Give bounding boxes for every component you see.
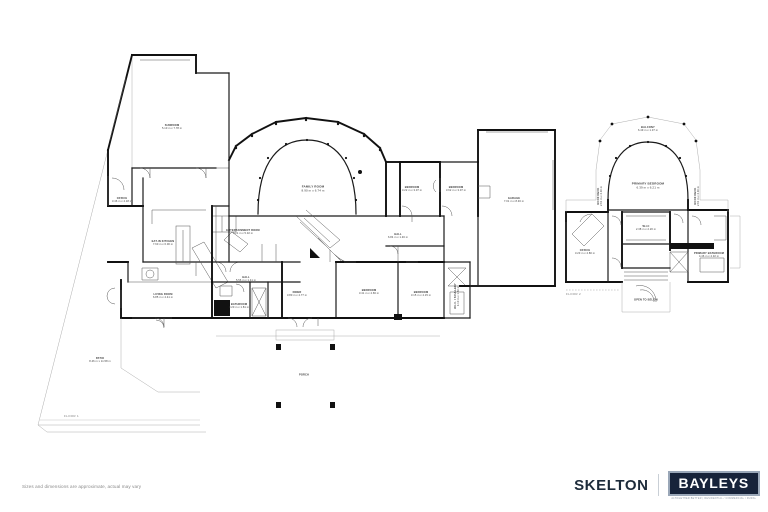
floor2-primary-bathroom (669, 209, 729, 283)
floor1-site-boundary (37, 54, 206, 433)
disclaimer-text: Sizes and dimensions are approximate, ac… (22, 484, 142, 489)
floor1-kitchen (142, 205, 249, 289)
floor1-entertainment-room (211, 205, 241, 273)
floor1-garage (459, 129, 556, 287)
bayleys-tagline: ALTOGETHER BETTER | RESIDENTIAL / COMMER… (671, 496, 757, 500)
bayleys-badge: BAYLEYS (667, 470, 760, 496)
floor1-patio (120, 318, 200, 393)
floor1-hall-upper (385, 161, 491, 263)
agent-logo-skelton: SKELTON (574, 476, 649, 494)
floor1-stair-hall (211, 209, 347, 283)
floor2-wic (621, 211, 684, 269)
floor-tag-2: FLOOR 2 (566, 292, 581, 296)
agency-logo-bayleys: BAYLEYS ALTOGETHER BETTER | RESIDENTIAL … (667, 470, 760, 500)
floor1-office (107, 176, 144, 207)
bayleys-wordmark: BAYLEYS (678, 474, 749, 491)
floor2-open-to-below (621, 267, 671, 313)
floor-tag-1: FLOOR 1 (64, 414, 79, 418)
floor1-sunroom (106, 53, 230, 207)
floor2-balcony (595, 115, 701, 200)
floor1-utility-column (443, 261, 471, 319)
brand-divider (657, 474, 659, 496)
floor2-office (565, 211, 623, 283)
floor1-diner (281, 261, 337, 328)
floor1-porch (216, 329, 440, 408)
floor2-side-decks (565, 199, 741, 291)
floor1-bathroom-centre (211, 281, 283, 319)
branding-bar: SKELTON BAYLEYS ALTOGETHER BETTER | RESI… (574, 468, 760, 502)
floor1-family-room (227, 116, 388, 217)
floor1-bedrooms-lower (335, 261, 445, 320)
floor2-primary-bedroom (607, 140, 689, 211)
